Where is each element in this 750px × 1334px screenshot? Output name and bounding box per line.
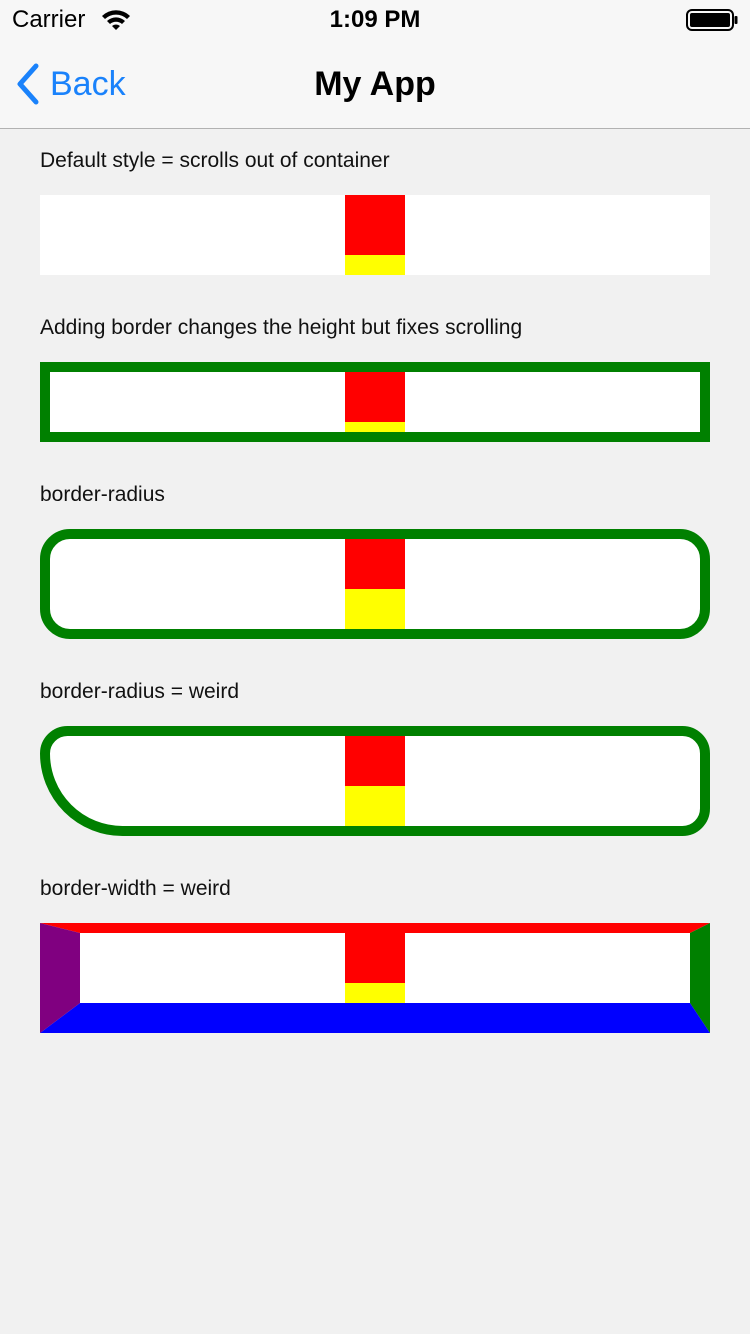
- red-block: [345, 736, 405, 786]
- scroll-container-bordered[interactable]: [40, 362, 710, 442]
- carrier-label: Carrier: [12, 6, 86, 33]
- status-bar: Carrier 1:09 PM: [0, 0, 750, 40]
- section-label-border: Adding border changes the height but fix…: [40, 316, 523, 339]
- back-label: Back: [50, 65, 126, 103]
- status-time: 1:09 PM: [329, 6, 421, 33]
- battery-icon: [686, 9, 738, 31]
- section-label-border-radius-weird: border-radius = weird: [40, 680, 240, 703]
- scroll-container-border-width-weird[interactable]: [40, 923, 710, 1033]
- red-block: [345, 933, 405, 983]
- red-block: [345, 195, 405, 255]
- scroll-container-border-radius[interactable]: [40, 529, 710, 639]
- red-block: [345, 372, 405, 422]
- navigation-bar: Back My App: [0, 40, 750, 129]
- yellow-block: [345, 983, 405, 1003]
- red-block: [345, 539, 405, 589]
- chevron-left-icon: [17, 63, 39, 105]
- yellow-block: [345, 589, 405, 629]
- yellow-block: [345, 786, 405, 826]
- section-label-default-style: Default style = scrolls out of container: [40, 149, 390, 172]
- yellow-block: [345, 422, 405, 432]
- wifi-icon: [102, 10, 130, 30]
- page-title: My App: [314, 65, 436, 103]
- section-label-border-radius: border-radius: [40, 483, 165, 506]
- section-label-border-width-weird: border-width = weird: [40, 877, 231, 900]
- scroll-container-default[interactable]: [40, 195, 710, 275]
- back-button[interactable]: Back: [14, 60, 126, 108]
- scroll-container-border-radius-weird[interactable]: [40, 726, 710, 836]
- yellow-block: [345, 255, 405, 275]
